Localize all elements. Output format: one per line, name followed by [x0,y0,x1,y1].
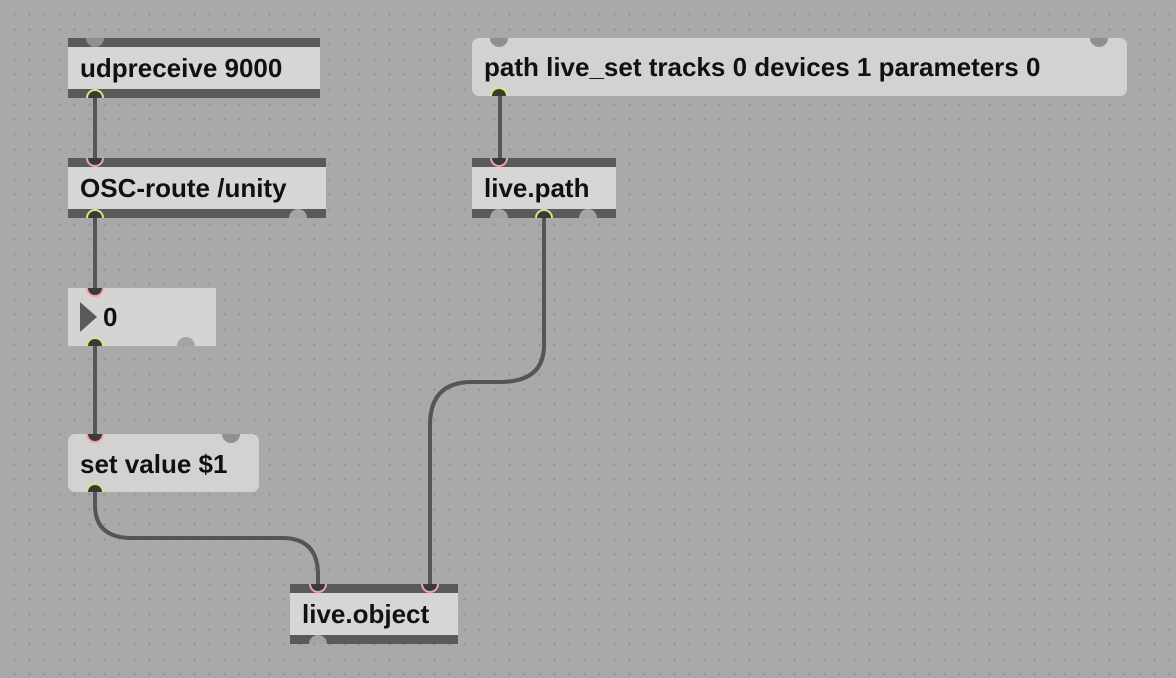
number-box-outlet-right[interactable] [177,337,195,346]
udpreceive-inlet[interactable] [86,38,104,47]
osc-route-outlet-right[interactable] [289,209,307,218]
path-message-outlet[interactable] [490,87,508,96]
live-path-outlet-middle[interactable] [535,209,553,218]
live-object-object[interactable]: live.object [290,584,458,644]
osc-route-object[interactable]: OSC-route /unity [68,158,326,218]
set-value-message[interactable]: set value $1 [68,434,259,492]
number-box-outlet-left[interactable] [86,337,104,346]
live-object-outlet[interactable] [309,635,327,644]
path-message[interactable]: path live_set tracks 0 devices 1 paramet… [472,38,1127,96]
live-path-object-label: live.path [484,173,590,203]
patch-cord-set-value-to-live-object[interactable] [93,488,320,588]
number-box[interactable]: 0 [68,288,216,346]
patch-cord-live-path-to-live-object[interactable] [428,212,546,588]
udpreceive-object[interactable]: udpreceive 9000 [68,38,320,98]
live-path-outlet-left[interactable] [490,209,508,218]
udpreceive-outlet[interactable] [86,89,104,98]
path-message-label: path live_set tracks 0 devices 1 paramet… [484,52,1041,82]
set-value-message-label: set value $1 [80,449,228,479]
live-object-object-label: live.object [302,599,430,629]
set-value-inlet-right[interactable] [222,434,240,443]
number-box-value: 0 [103,302,118,332]
number-box-triangle-icon [80,302,97,332]
path-message-inlet-left[interactable] [490,38,508,47]
set-value-outlet[interactable] [86,483,104,492]
live-path-outlet-right[interactable] [579,209,597,218]
osc-route-outlet-left[interactable] [86,209,104,218]
path-message-inlet-right[interactable] [1090,38,1108,47]
osc-route-object-label: OSC-route /unity [80,173,287,203]
udpreceive-object-label: udpreceive 9000 [80,53,283,83]
